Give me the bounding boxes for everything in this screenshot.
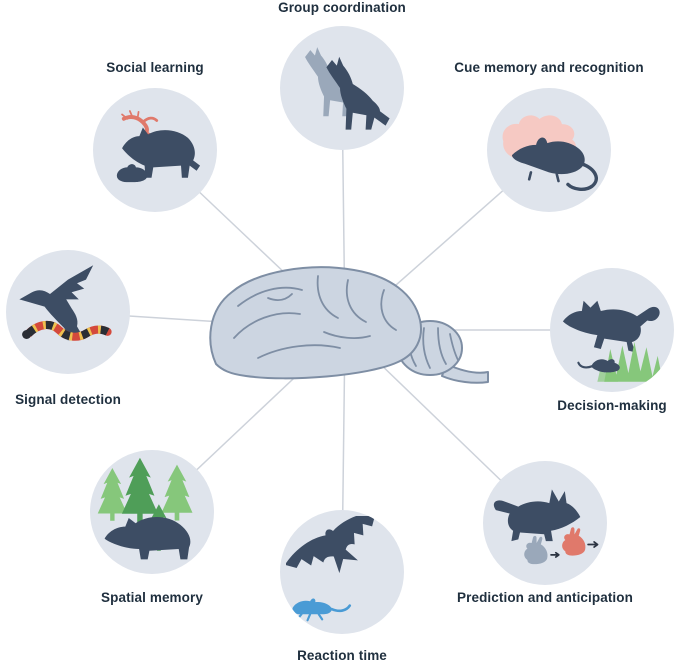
fox-rabbits-icon	[493, 489, 599, 565]
motion-arrow-icon	[550, 541, 599, 558]
label-spatial-memory: Spatial memory	[101, 590, 203, 605]
rat-silhouette	[511, 137, 598, 191]
brain-icon	[209, 266, 489, 384]
label-prediction-anticipation: Prediction and anticipation	[457, 590, 633, 605]
cat-mouse-grass-icon	[562, 300, 663, 382]
rat-odor-cue-icon	[502, 115, 598, 191]
circle-group-coordination	[280, 26, 404, 150]
tasmanian-devils-prey-icon	[116, 110, 201, 183]
circle-cue-memory	[487, 88, 611, 212]
crayfish-prey-icon	[121, 110, 160, 137]
raven-coral-snake-icon	[19, 265, 112, 341]
tasmanian-devil-adult-silhouette	[122, 127, 201, 178]
raven-silhouette	[19, 265, 94, 341]
circle-signal-detection	[6, 250, 130, 374]
eagle-silhouette	[286, 516, 376, 574]
label-signal-detection: Signal detection	[15, 392, 121, 407]
eagle-running-mouse-icon	[286, 516, 376, 622]
circle-prediction-anticipation	[483, 461, 607, 585]
circle-social-learning	[93, 88, 217, 212]
cat-silhouette	[562, 300, 660, 353]
red-rabbit-silhouette	[562, 527, 586, 556]
bear-silhouette	[104, 516, 191, 560]
coral-snake-icon	[22, 321, 112, 341]
gray-rabbit-silhouette	[524, 535, 548, 565]
label-reaction-time: Reaction time	[297, 648, 387, 663]
blue-mouse-silhouette	[292, 598, 352, 622]
cerebrum	[209, 266, 422, 380]
bear-forest-icon	[97, 457, 193, 560]
label-decision-making: Decision-making	[557, 398, 667, 413]
circle-reaction-time	[280, 510, 404, 634]
snake-head	[22, 330, 32, 339]
fox-silhouette	[493, 489, 581, 542]
label-cue-memory: Cue memory and recognition	[454, 60, 644, 75]
label-social-learning: Social learning	[106, 60, 204, 75]
brain-illustration	[198, 246, 490, 418]
circle-decision-making	[550, 268, 674, 392]
spinal-cord	[441, 363, 489, 384]
howling-wolves-icon	[305, 47, 390, 130]
circle-spatial-memory	[90, 450, 214, 574]
dark-wolf-silhouette	[326, 56, 390, 130]
mouse-silhouette	[577, 359, 620, 373]
label-group-coordination: Group coordination	[278, 0, 406, 15]
tasmanian-devil-pup-silhouette	[116, 164, 148, 183]
